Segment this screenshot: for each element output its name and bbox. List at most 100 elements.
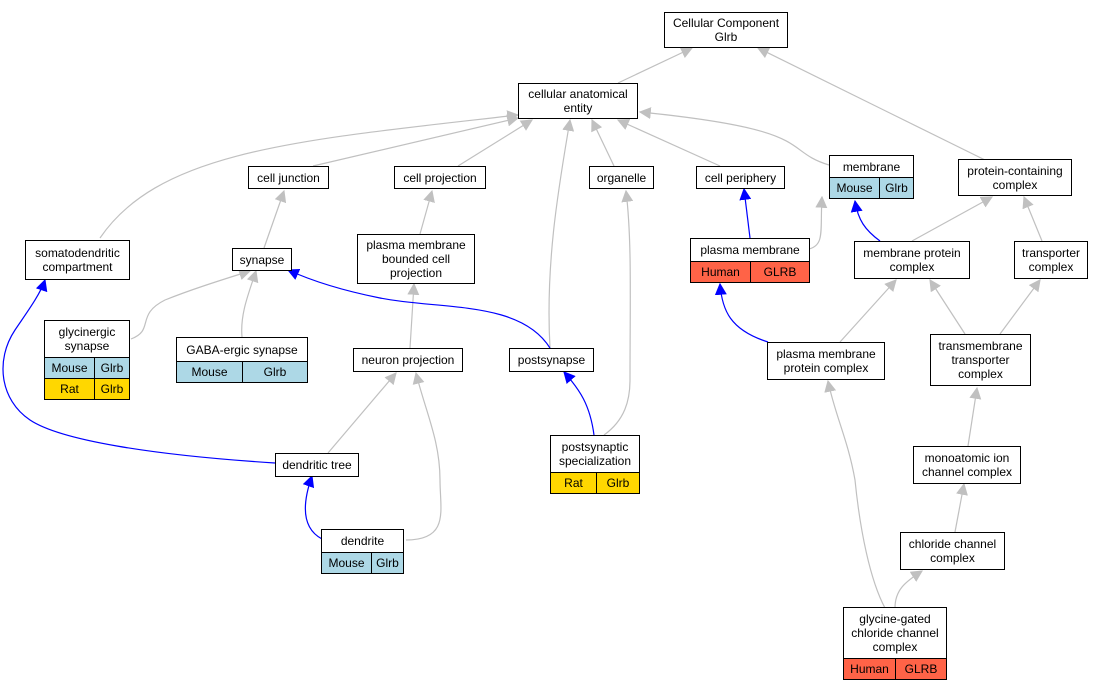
gene-cell: GLRB: [751, 262, 809, 282]
edge-pcc-to-cc: [756, 47, 986, 161]
node-transporter-complex[interactable]: transporter complex: [1014, 241, 1088, 279]
node-label-line: synapse: [64, 339, 110, 353]
node-plasma-membrane[interactable]: plasma membrane Human GLRB: [690, 238, 810, 283]
edge-dt-to-np: [327, 372, 397, 454]
edge-gly-to-syn: [130, 268, 252, 340]
node-glycine-gated-chloride-channel-complex[interactable]: glycine-gated chloride channel complex H…: [843, 607, 947, 680]
node-postsynaptic-specialization[interactable]: postsynaptic specialization Rat Glrb: [550, 435, 640, 494]
node-label-line: protein complex: [783, 361, 869, 375]
node-label: cell junction: [257, 170, 320, 185]
gene-cell: Glrb: [95, 358, 129, 378]
node-label: neuron projection: [361, 353, 455, 367]
gene-cell: Glrb: [597, 473, 639, 493]
node-label-line: plasma membrane: [776, 347, 876, 361]
edge-ggcc-to-ccc: [894, 570, 924, 609]
node-label-line: bounded cell: [381, 252, 451, 266]
node-label-line: Glrb: [714, 30, 738, 44]
node-label-line: plasma membrane: [366, 238, 466, 252]
edge-tc-to-pcc: [1022, 195, 1043, 242]
node-label-line: protein-containing: [967, 163, 1063, 178]
node-label: dendritic tree: [282, 458, 352, 472]
gene-cell: GLRB: [896, 659, 946, 679]
node-label-line: glycinergic: [58, 325, 116, 339]
node-chloride-channel-complex[interactable]: chloride channel complex: [900, 532, 1005, 570]
node-label-line: complex: [992, 177, 1038, 192]
species-cell: Rat: [551, 473, 597, 493]
node-label-line: complex: [889, 260, 935, 274]
edge-sdc-to-cae: [99, 110, 520, 239]
node-label: organelle: [596, 170, 647, 185]
edge-blue-ps-to-syn: [286, 269, 551, 349]
node-monoatomic-ion-channel-complex[interactable]: monoatomic ion channel complex: [913, 446, 1021, 484]
species-cell: Rat: [45, 379, 95, 399]
species-cell: Mouse: [322, 553, 372, 573]
edge-blue-dt-to-sdc: [2, 278, 276, 464]
node-protein-containing-complex[interactable]: protein-containing complex: [958, 159, 1072, 196]
edge-gaba-to-syn: [241, 269, 259, 338]
node-postsynapse[interactable]: postsynapse: [509, 348, 594, 372]
node-cellular-anatomical-entity[interactable]: cellular anatomical entity: [518, 83, 638, 119]
node-plasma-membrane-bounded-cell-projection[interactable]: plasma membrane bounded cell projection: [357, 234, 475, 284]
node-label-line: transporter: [1021, 246, 1081, 260]
edge-mpc-to-pcc: [911, 196, 994, 242]
edge-cper-to-cae: [616, 118, 721, 167]
gene-cell: Glrb: [372, 553, 403, 573]
node-cellular-component[interactable]: Cellular Component Glrb: [664, 12, 788, 48]
node-label: cell projection: [403, 170, 477, 185]
node-label-line: cellular anatomical: [528, 87, 628, 101]
node-label-line: transmembrane: [938, 339, 1023, 353]
node-cell-junction[interactable]: cell junction: [248, 166, 329, 189]
gene-cell: Glrb: [243, 362, 307, 382]
node-label-line: complex: [1028, 260, 1074, 274]
node-label: synapse: [239, 252, 285, 267]
node-synapse[interactable]: synapse: [232, 248, 292, 271]
species-cell: Human: [691, 262, 751, 282]
node-membrane[interactable]: membrane Mouse Glrb: [829, 155, 914, 199]
node-label-line: channel complex: [921, 465, 1013, 479]
node-gabaergic-synapse[interactable]: GABA-ergic synapse Mouse Glrb: [176, 337, 308, 383]
node-label: membrane: [842, 159, 901, 174]
node-label: postsynapse: [517, 353, 586, 367]
edge-ps-to-cae: [548, 118, 575, 349]
species-cell: Mouse: [177, 362, 243, 382]
node-label: plasma membrane: [700, 243, 800, 257]
node-label-line: transporter: [951, 353, 1010, 367]
node-label-line: complex: [930, 551, 975, 565]
edge-blue-den-to-dt: [302, 474, 323, 540]
node-dendritic-tree[interactable]: dendritic tree: [275, 453, 359, 477]
edge-den-to-np: [405, 371, 442, 541]
node-label-line: glycine-gated: [859, 612, 931, 626]
edge-mic-to-tmtc: [967, 386, 982, 447]
edge-pss-to-org: [603, 189, 634, 436]
node-label-line: compartment: [42, 260, 113, 274]
node-transmembrane-transporter-complex[interactable]: transmembrane transporter complex: [930, 334, 1031, 386]
gene-cell: Glrb: [880, 178, 913, 198]
node-label: dendrite: [340, 534, 385, 548]
edge-blue-pm-to-cper: [739, 187, 752, 239]
node-label-line: somatodendritic: [35, 246, 120, 260]
node-label-line: entity: [563, 101, 593, 115]
node-label-line: complex: [958, 367, 1003, 381]
edge-np-to-pmbcp: [407, 282, 420, 349]
node-plasma-membrane-protein-complex[interactable]: plasma membrane protein complex: [767, 342, 885, 380]
node-dendrite[interactable]: dendrite Mouse Glrb: [321, 529, 404, 574]
node-somatodendritic-compartment[interactable]: somatodendritic compartment: [25, 240, 130, 280]
edge-org-to-cae: [591, 118, 615, 167]
node-neuron-projection[interactable]: neuron projection: [353, 348, 463, 372]
gene-cell: Glrb: [95, 379, 129, 399]
edge-mem-to-cae: [638, 107, 830, 166]
edge-cp-to-cae: [457, 119, 534, 167]
node-membrane-protein-complex[interactable]: membrane protein complex: [854, 241, 970, 279]
node-glycinergic-synapse[interactable]: glycinergic synapse Mouse Glrb Rat Glrb: [44, 320, 130, 400]
node-label-line: complex: [872, 640, 918, 654]
node-cell-periphery[interactable]: cell periphery: [696, 166, 785, 189]
edge-cae-to-cc: [617, 47, 694, 84]
node-label-line: Cellular Component: [672, 16, 780, 30]
node-label-line: postsynaptic: [561, 440, 629, 454]
edge-pmbcp-to-cp: [419, 189, 435, 235]
node-organelle[interactable]: organelle: [589, 166, 654, 189]
node-label-line: monoatomic ion: [924, 451, 1010, 465]
edge-tmtc-to-tc: [999, 279, 1041, 335]
node-cell-projection[interactable]: cell projection: [394, 166, 486, 189]
